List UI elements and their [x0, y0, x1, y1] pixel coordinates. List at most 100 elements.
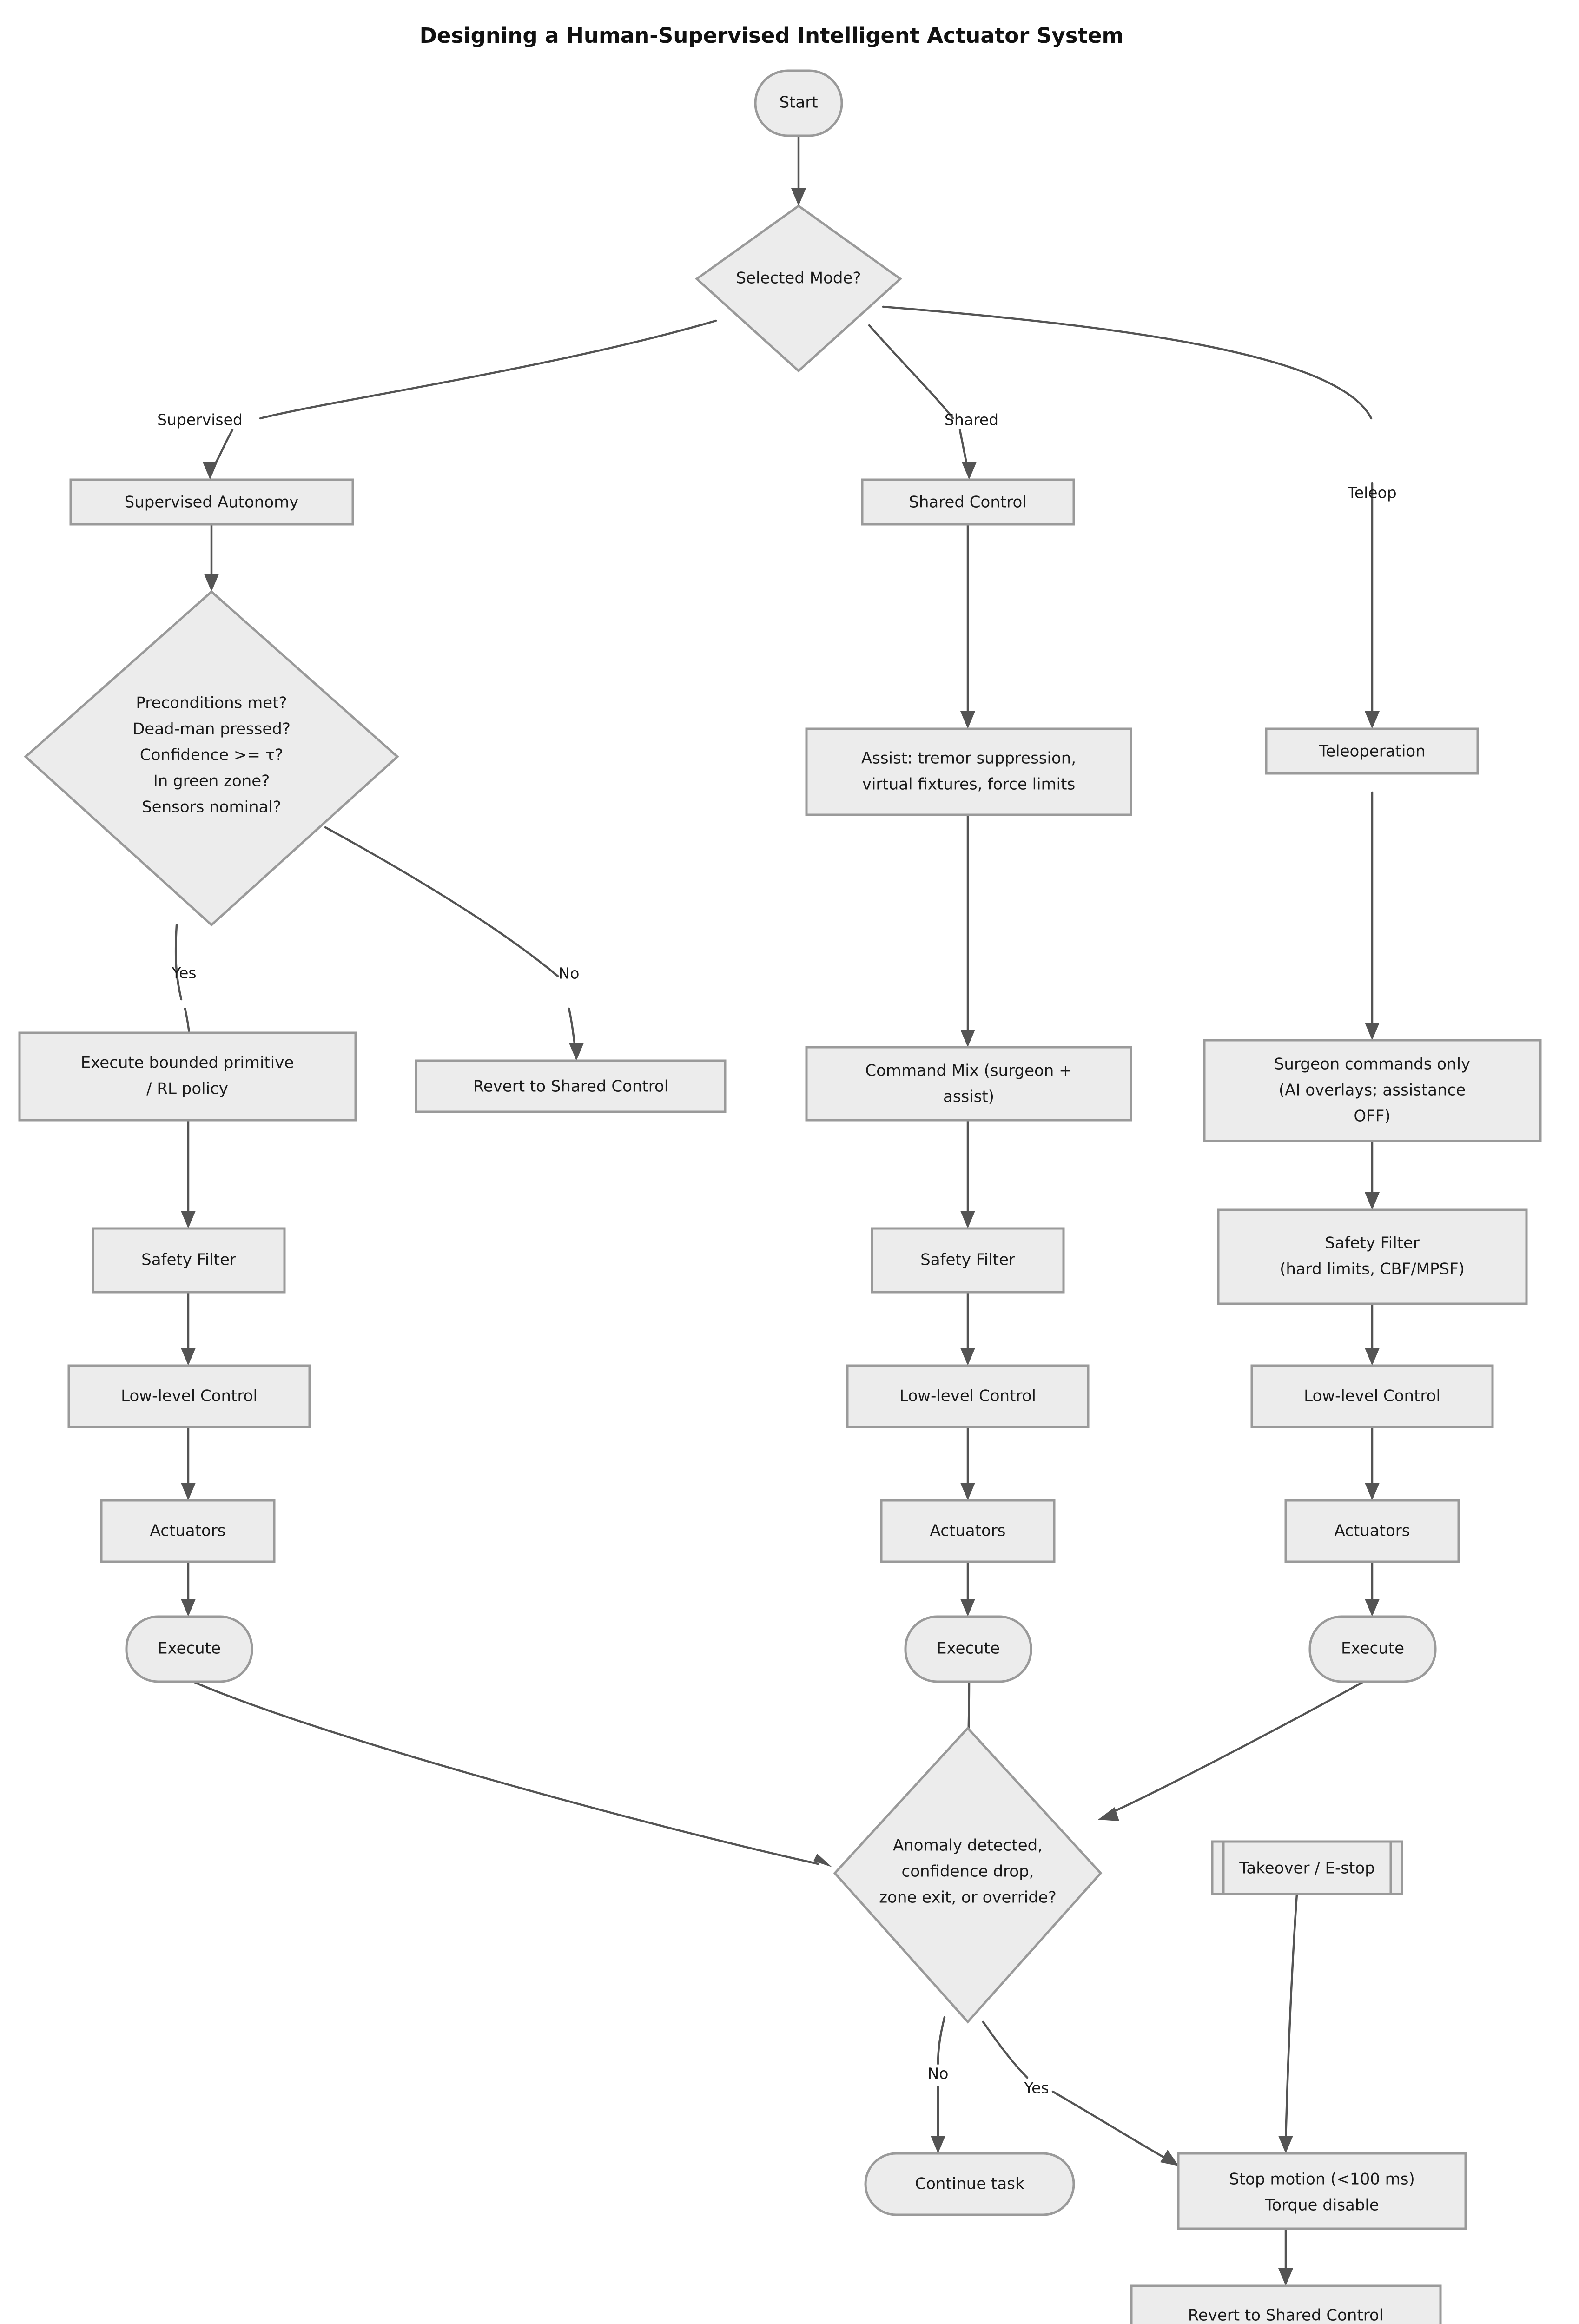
page-title: Designing a Human-Supervised Intelligent…: [420, 23, 1124, 48]
node-supervised-autonomy[interactable]: Supervised Autonomy: [69, 478, 354, 526]
node-low-level-control-right-label: Low-level Control: [1304, 1387, 1440, 1406]
node-safety-filter-right-line-1: Safety Filter: [1325, 1234, 1420, 1253]
edge-precond-no: [324, 826, 559, 977]
node-revert-to-shared-control-top[interactable]: Revert to Shared Control: [415, 1059, 727, 1113]
node-anomaly-detected-line-3: zone exit, or override?: [879, 1888, 1057, 1907]
node-preconditions-line-3: Confidence >= τ?: [140, 746, 283, 765]
node-surgeon-commands-only[interactable]: Surgeon commands only (AI overlays; assi…: [1203, 1039, 1542, 1142]
node-execute-left-shape: [125, 1615, 253, 1683]
node-actuators-left-shape: [100, 1499, 276, 1563]
node-selected-mode-shape: [695, 204, 902, 373]
edge-precond-yes: [174, 924, 183, 1001]
node-low-level-control-mid-label: Low-level Control: [899, 1387, 1036, 1406]
node-preconditions-line-2: Dead-man pressed?: [132, 720, 291, 739]
edge-label-teleop: Teleop: [1347, 484, 1396, 502]
node-start-label: Start: [779, 93, 818, 112]
node-shared-control[interactable]: Shared Control: [861, 478, 1075, 526]
node-preconditions-line-1: Preconditions met?: [136, 694, 287, 713]
node-execute-bounded-primitive[interactable]: Execute bounded primitive / RL policy: [18, 1031, 357, 1122]
node-safety-filter-mid[interactable]: Safety Filter: [871, 1227, 1065, 1294]
node-low-level-control-right[interactable]: Low-level Control: [1250, 1364, 1494, 1428]
node-stop-motion-line-1: Stop motion (<100 ms): [1229, 2170, 1415, 2189]
node-teleoperation[interactable]: Teleoperation: [1265, 727, 1479, 775]
arrowhead-surgeon: [1365, 1023, 1380, 1040]
node-continue-task-shape: [864, 2152, 1075, 2216]
node-execute-left-label: Execute: [158, 1639, 221, 1658]
node-low-level-control-right-shape: [1250, 1364, 1494, 1428]
arrowhead-cmdmix: [960, 1030, 975, 1047]
node-safety-filter-left-label: Safety Filter: [141, 1251, 236, 1269]
node-surgeon-commands-only-line-2: (AI overlays; assistance: [1279, 1081, 1466, 1100]
node-execute-mid-label: Execute: [937, 1639, 1000, 1658]
node-revert-to-shared-control-bottom-label: Revert to Shared Control: [1188, 2306, 1384, 2324]
arrowhead-sf-right: [1365, 1192, 1380, 1210]
arrowhead-anomaly-left: [813, 1854, 832, 1867]
node-safety-filter-right-shape: [1217, 1208, 1528, 1305]
node-actuators-mid-label: Actuators: [930, 1522, 1006, 1540]
node-assist-line-2: virtual fixtures, force limits: [862, 775, 1075, 794]
node-preconditions[interactable]: Preconditions met? Dead-man pressed? Con…: [24, 590, 399, 927]
arrowhead-sf-left: [181, 1211, 196, 1228]
arrowhead-exe-mid: [960, 1599, 975, 1617]
node-anomaly-detected[interactable]: Anomaly detected, confidence drop, zone …: [833, 1726, 1103, 2024]
node-actuators-right-label: Actuators: [1335, 1522, 1410, 1540]
node-actuators-right-shape: [1284, 1499, 1460, 1563]
edge-mode-to-teleop: [882, 305, 1373, 420]
node-shared-control-shape: [861, 478, 1075, 526]
node-surgeon-commands-only-line-1: Surgeon commands only: [1274, 1055, 1470, 1074]
edge-label-precond-yes: Yes: [171, 964, 196, 982]
edge-label-precond-no: No: [559, 964, 580, 983]
node-low-level-control-left-shape: [67, 1364, 311, 1428]
node-execute-mid[interactable]: Execute: [904, 1615, 1032, 1683]
node-assist[interactable]: Assist: tremor suppression, virtual fixt…: [805, 727, 1132, 816]
node-revert-to-shared-control-bottom[interactable]: Revert to Shared Control: [1130, 2284, 1442, 2324]
node-continue-task[interactable]: Continue task: [864, 2152, 1075, 2216]
node-execute-right[interactable]: Execute: [1308, 1615, 1437, 1683]
node-stop-motion[interactable]: Stop motion (<100 ms) Torque disable: [1177, 2152, 1467, 2230]
arrowhead-llc-mid: [960, 1348, 975, 1366]
node-teleoperation-shape: [1265, 727, 1479, 775]
node-execute-left[interactable]: Execute: [125, 1615, 253, 1683]
arrowhead-teleop: [1365, 711, 1380, 729]
edge-label-shared: Shared: [945, 411, 998, 429]
node-actuators-right[interactable]: Actuators: [1284, 1499, 1460, 1563]
arrowhead-revert-top: [569, 1043, 584, 1061]
arrowhead-continue: [931, 2136, 945, 2153]
node-command-mix[interactable]: Command Mix (surgeon + assist): [805, 1046, 1132, 1122]
node-low-level-control-left-label: Low-level Control: [121, 1387, 258, 1406]
node-revert-to-shared-control-top-shape: [415, 1059, 727, 1113]
node-safety-filter-left[interactable]: Safety Filter: [92, 1227, 286, 1294]
arrowhead-supervised: [203, 462, 218, 480]
arrowhead-stop-motion: [1160, 2150, 1179, 2166]
node-selected-mode[interactable]: Selected Mode?: [695, 204, 902, 373]
node-low-level-control-mid[interactable]: Low-level Control: [846, 1364, 1090, 1428]
node-low-level-control-left[interactable]: Low-level Control: [67, 1364, 311, 1428]
edge-anomaly-no: [937, 2016, 946, 2065]
node-assist-line-1: Assist: tremor suppression,: [861, 749, 1076, 768]
arrowhead-assist: [960, 711, 975, 729]
node-safety-filter-left-shape: [92, 1227, 286, 1294]
node-start[interactable]: Start: [754, 69, 843, 137]
node-actuators-left[interactable]: Actuators: [100, 1499, 276, 1563]
node-teleoperation-label: Teleoperation: [1318, 742, 1426, 761]
node-anomaly-detected-shape: [833, 1726, 1103, 2024]
node-safety-filter-right[interactable]: Safety Filter (hard limits, CBF/MPSF): [1217, 1208, 1528, 1305]
node-actuators-mid[interactable]: Actuators: [880, 1499, 1056, 1563]
node-command-mix-line-2: assist): [943, 1088, 994, 1106]
arrowhead-act-right: [1365, 1483, 1380, 1500]
node-preconditions-line-5: Sensors nominal?: [142, 798, 281, 817]
node-surgeon-commands-only-line-3: OFF): [1354, 1107, 1390, 1126]
arrowhead-anomaly-right: [1098, 1807, 1119, 1821]
edge-layer: [174, 133, 1380, 2286]
edge-label-layer: Supervised Shared Teleop Yes No No Yes: [157, 411, 1397, 2097]
arrowhead-revert-bottom: [1278, 2268, 1293, 2286]
node-revert-to-shared-control-top-label: Revert to Shared Control: [473, 1077, 669, 1096]
node-command-mix-line-1: Command Mix (surgeon +: [865, 1062, 1072, 1080]
node-start-shape: [754, 69, 843, 137]
node-surgeon-commands-only-shape: [1203, 1039, 1542, 1142]
arrowhead-exe-left: [181, 1599, 196, 1617]
node-takeover-estop[interactable]: Takeover / E-stop: [1211, 1840, 1403, 1895]
node-stop-motion-line-2: Torque disable: [1264, 2196, 1379, 2215]
edge-mode-to-supervised: [259, 319, 717, 420]
